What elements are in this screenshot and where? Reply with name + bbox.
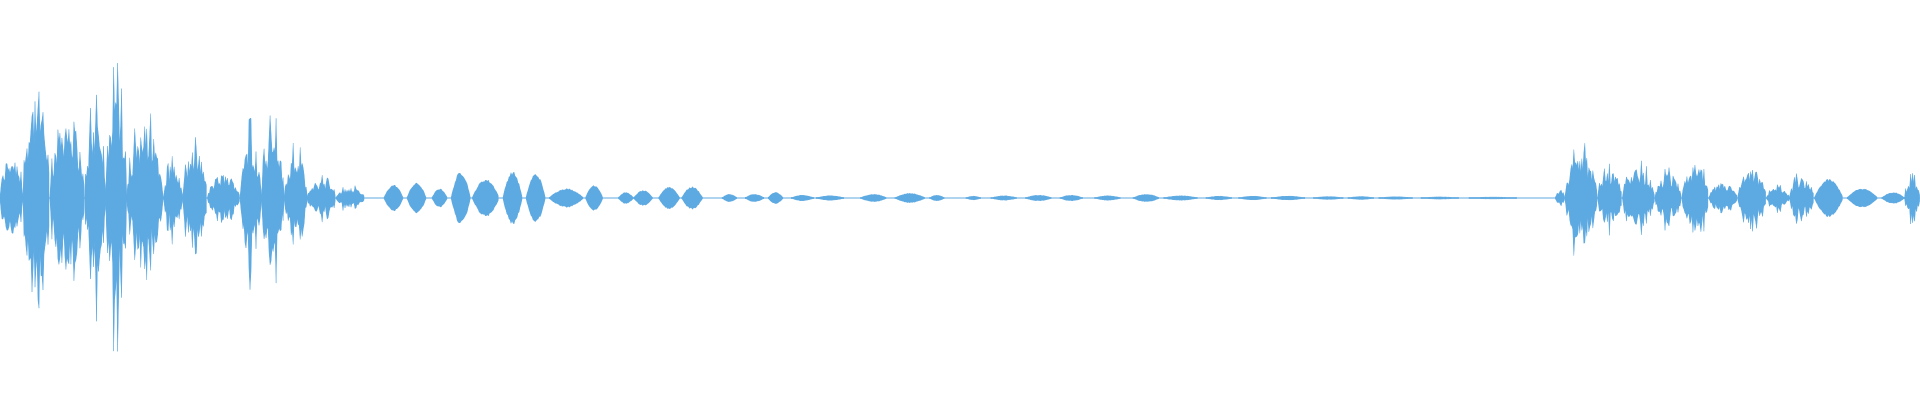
waveform-segment	[1789, 173, 1814, 224]
waveform-segment	[681, 186, 703, 210]
waveform-segment	[1564, 143, 1598, 256]
waveform-segment	[431, 188, 448, 208]
waveform-segment	[1059, 194, 1084, 202]
waveform-segment	[1025, 194, 1052, 202]
waveform-segment	[84, 94, 106, 322]
waveform-segment	[306, 175, 336, 223]
waveform-segment	[1313, 196, 1344, 200]
waveform-segment	[894, 193, 925, 203]
waveform-segment	[1132, 194, 1160, 202]
waveform-segment	[1597, 163, 1622, 236]
waveform-segment	[1622, 160, 1655, 235]
waveform-segment	[1163, 195, 1198, 201]
waveform-segment	[207, 174, 240, 223]
waveform-segment	[335, 185, 365, 211]
waveform-segment	[790, 195, 815, 201]
waveform-segment	[383, 184, 404, 212]
waveform-segment	[815, 195, 845, 201]
waveform-segment	[1554, 189, 1565, 207]
waveform-segment	[1708, 182, 1738, 214]
waveform-segment	[721, 194, 738, 202]
waveform-segment	[744, 194, 765, 202]
waveform-segment	[1468, 196, 1518, 200]
waveform-segment	[1347, 196, 1375, 200]
waveform-segment	[1238, 195, 1267, 201]
waveform-segment	[1737, 169, 1766, 232]
waveform-segment	[633, 190, 653, 206]
waveform-segment	[239, 118, 262, 290]
waveform-segment	[1846, 188, 1878, 208]
waveform-segment	[1904, 173, 1920, 225]
waveform-segment	[929, 195, 945, 201]
waveform-segment	[585, 185, 603, 211]
waveform-segments	[0, 63, 1920, 352]
waveform-segment	[990, 195, 1017, 201]
waveform-segment	[859, 194, 887, 202]
waveform-segment	[105, 63, 127, 352]
waveform-segment	[767, 192, 784, 204]
waveform-segment	[548, 188, 584, 208]
waveform-segment	[1654, 167, 1682, 231]
waveform-segment	[1420, 196, 1460, 200]
waveform-segment	[965, 195, 982, 201]
waveform-segment	[1881, 192, 1905, 204]
waveform-segment	[450, 172, 471, 224]
waveform-segment	[283, 142, 308, 245]
waveform-segment	[162, 156, 183, 245]
waveform-segment	[0, 162, 24, 234]
waveform-segment	[406, 182, 427, 214]
waveform-segment	[182, 137, 207, 255]
waveform-segment	[472, 179, 499, 217]
waveform-segment	[658, 187, 680, 209]
waveform-segment	[1814, 178, 1843, 218]
waveform-segment	[22, 91, 50, 309]
waveform-segment	[1094, 195, 1121, 201]
waveform-segment	[49, 121, 85, 281]
waveform-segment	[126, 113, 163, 280]
waveform-segment	[1681, 165, 1709, 233]
waveform-segment	[617, 192, 634, 204]
waveform-segment	[260, 115, 285, 284]
waveform-segment	[1378, 196, 1413, 200]
waveform-segment	[525, 173, 546, 223]
waveform-segment	[502, 171, 523, 225]
waveform-segment	[1270, 195, 1306, 201]
waveform-segment	[1205, 195, 1233, 201]
waveform-segment	[1766, 184, 1790, 213]
